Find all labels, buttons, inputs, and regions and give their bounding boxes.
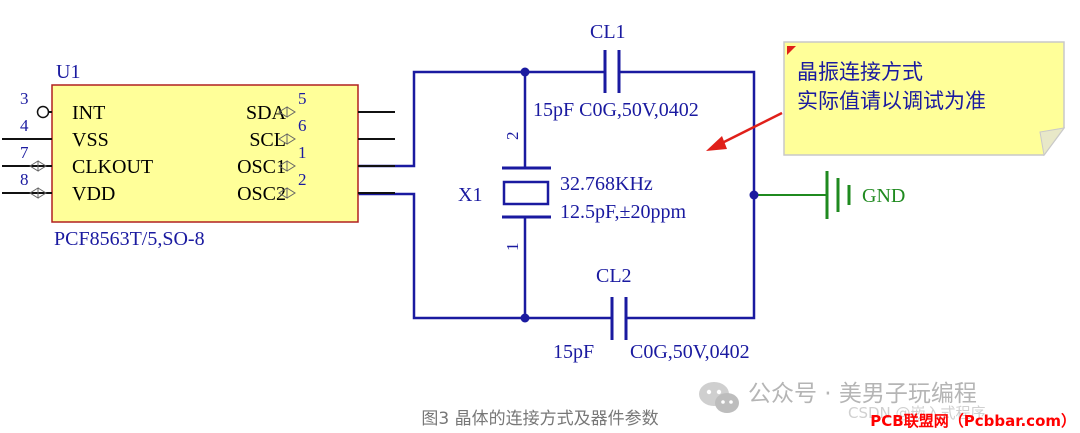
figure-caption: 图3 晶体的连接方式及器件参数	[421, 409, 658, 429]
ground-label: GND	[862, 185, 905, 207]
cl1-value: 15pF C0G,50V,0402	[533, 99, 699, 121]
pin-name-osc2: OSC2	[237, 183, 286, 205]
pin-name-vss: VSS	[72, 129, 109, 151]
x1-body	[502, 180, 550, 206]
note-marker-icon	[787, 46, 796, 55]
junction-right	[749, 190, 759, 200]
left-pin-arrow-out-1	[37, 160, 47, 172]
x1-value: 32.768KHz	[560, 173, 653, 195]
pin-number-5: 5	[298, 89, 307, 108]
wechat-watermark: 公众号 · 美男子玩编程	[699, 381, 977, 413]
arrow-head	[706, 136, 727, 151]
int-pin-bubble	[36, 105, 50, 119]
arrow-shaft	[719, 111, 783, 146]
right-pin-arrow-out-4	[286, 187, 296, 199]
note-line-1: 晶振连接方式	[797, 60, 923, 84]
ground-symbol: GND	[754, 171, 905, 219]
pin-number-8: 8	[20, 170, 29, 189]
pin-number-3: 3	[20, 89, 29, 108]
pin-name-osc1: OSC1	[237, 156, 286, 178]
capacitor-cl2: CL2 15pF C0G,50V,0402	[553, 265, 750, 363]
annotation-note: 晶振连接方式 实际值请以调试为准	[783, 41, 1066, 157]
note-line-2: 实际值请以调试为准	[797, 89, 986, 113]
right-pin-arrow-out-3	[286, 160, 296, 172]
pin-number-6: 6	[298, 116, 307, 135]
pin-name-sda: SDA	[246, 102, 287, 124]
left-pin-arrow-out-2	[37, 187, 47, 199]
left-pin-arrow-in-2	[29, 187, 39, 199]
right-pin-arrow-in-2	[278, 133, 288, 145]
pin-name-scl: SCL	[249, 129, 286, 151]
junction-bottom	[520, 313, 530, 323]
pin-name-int: INT	[72, 102, 105, 124]
cl1-ref: CL1	[590, 21, 626, 43]
right-pin-arrow-out-1	[286, 106, 296, 118]
left-pin-arrow-in-1	[29, 160, 39, 172]
pin-number-2: 2	[298, 170, 307, 189]
chip-part: PCF8563T/5,SO-8	[54, 228, 205, 250]
cl2-value-right: C0G,50V,0402	[630, 341, 750, 363]
wechat-icon	[699, 382, 739, 413]
pin-number-1: 1	[298, 143, 307, 162]
x1-pin-top: 2	[503, 132, 522, 141]
pin-name-vdd: VDD	[72, 183, 115, 205]
site-badge: PCB联盟网（Pcbbar.com）	[870, 412, 1076, 430]
right-pin-arrow-in-3	[278, 160, 288, 172]
cl2-value-left: 15pF	[553, 341, 594, 363]
chip-body	[51, 84, 359, 223]
right-pin-arrow-out-2	[286, 133, 296, 145]
crystal-x1: X1 32.768KHz 12.5pF,±20ppm 2 1	[458, 132, 686, 252]
chip-u1: U1 PCF8563T/5,SO-8 INT VSS CLKOUT VDD SD…	[2, 61, 395, 250]
x1-ref: X1	[458, 184, 482, 206]
junction-top	[520, 67, 530, 77]
right-pin-arrow-in-1	[278, 106, 288, 118]
pin-number-4: 4	[20, 116, 29, 135]
pin-name-clkout: CLKOUT	[72, 156, 153, 178]
csdn-watermark: CSDN @嵌入式程序	[848, 404, 986, 422]
x1-pin-bottom: 1	[503, 243, 522, 252]
capacitor-cl1: CL1 15pF C0G,50V,0402	[533, 21, 699, 121]
pointer-arrow	[706, 111, 783, 151]
wechat-watermark-text: 公众号 · 美男子玩编程	[748, 381, 977, 407]
cl2-ref: CL2	[596, 265, 632, 287]
chip-ref: U1	[56, 61, 80, 83]
pin-number-7: 7	[20, 143, 29, 162]
chip-pins	[2, 105, 395, 199]
right-pin-arrow-in-4	[278, 187, 288, 199]
x1-spec: 12.5pF,±20ppm	[560, 201, 686, 223]
note-folded-corner	[1039, 127, 1066, 157]
